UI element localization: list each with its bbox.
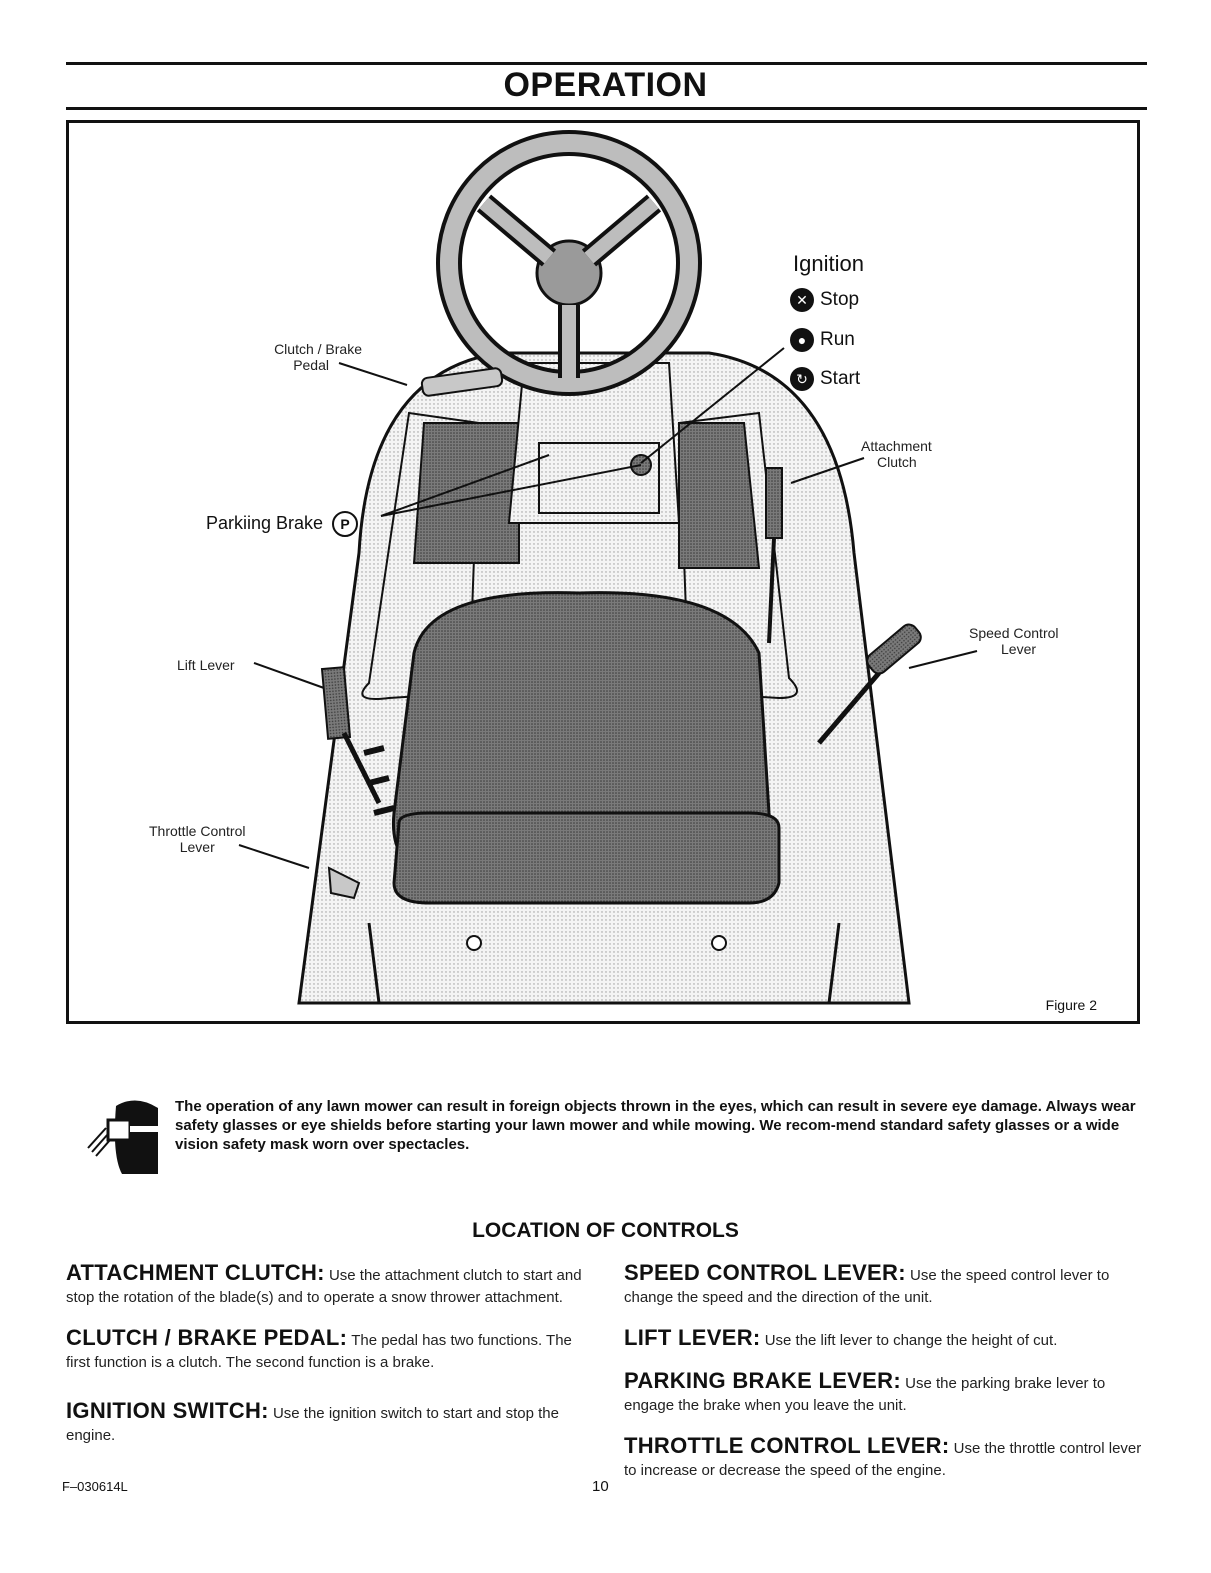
controls-left-column: ATTACHMENT CLUTCH: Use the attachment cl… [66,1262,588,1465]
label-lift-lever: Lift Lever [177,657,235,673]
document-code: F–030614L [62,1479,128,1494]
control-throttle-control-lever: THROTTLE CONTROL LEVER: Use the throttle… [624,1435,1146,1482]
control-speed-control-lever: SPEED CONTROL LEVER: Use the speed contr… [624,1262,1146,1309]
ignition-stop-label: Stop [820,289,860,310]
eye-safety-warning: The operation of any lawn mower can resu… [175,1098,1136,1153]
page-title: OPERATION [503,66,708,104]
label-attachment-clutch: Attachment Clutch [861,438,932,470]
figure-caption: Figure 2 [1045,997,1097,1013]
title-underline [66,107,1147,110]
control-heading: CLUTCH / BRAKE PEDAL: [66,1325,348,1350]
control-description: The pedal has two functions. The first f… [66,1332,572,1371]
ignition-start: ↻ Start [790,367,860,391]
control-lift-lever: LIFT LEVER: Use the lift lever to change… [624,1327,1146,1352]
label-clutch-brake-line2: Pedal [293,357,329,373]
label-speed-line2: Lever [1001,641,1037,657]
start-icon: ↻ [790,367,814,391]
page-number: 10 [592,1478,609,1495]
top-rule [66,62,1147,65]
label-clutch-brake-line1: Clutch / Brake [274,341,362,357]
control-description: Use the parking brake lever to engage th… [624,1375,1106,1414]
parking-brake-symbol-icon: P [332,511,359,537]
tractor-controls-drawing [238,130,978,1005]
control-heading: IGNITION SWITCH: [66,1398,269,1423]
stop-icon: ✕ [790,288,814,312]
control-description: Use the throttle control lever to increa… [624,1440,1142,1479]
control-heading: LIFT LEVER: [624,1325,761,1350]
label-attachment-line1: Attachment [861,438,932,454]
control-heading: SPEED CONTROL LEVER: [624,1260,906,1285]
label-parking-brake: Parkiing Brake P [206,511,359,537]
control-heading: ATTACHMENT CLUTCH: [66,1260,325,1285]
control-parking-brake-lever: PARKING BRAKE LEVER: Use the parking bra… [624,1370,1146,1417]
ignition-run: ● Run [790,328,855,352]
run-icon: ● [790,328,814,352]
control-ignition-switch: IGNITION SWITCH: Use the ignition switch… [66,1400,588,1447]
ignition-heading: Ignition [793,251,864,276]
control-description: Use the speed control lever to change th… [624,1267,1110,1306]
location-of-controls-heading: LOCATION OF CONTROLS [472,1219,739,1242]
ignition-stop: ✕ Stop [790,288,859,312]
label-throttle-line1: Throttle Control [149,823,246,839]
label-attachment-line2: Clutch [877,454,917,470]
control-description: Use the ignition switch to start and sto… [66,1405,559,1444]
control-description: Use the lift lever to change the height … [764,1332,1058,1349]
control-description: Use the attachment clutch to start and s… [66,1267,582,1306]
label-speed-line1: Speed Control [969,625,1059,641]
controls-right-column: SPEED CONTROL LEVER: Use the speed contr… [624,1262,1146,1500]
ignition-run-label: Run [820,329,855,350]
control-clutch-brake-pedal: CLUTCH / BRAKE PEDAL: The pedal has two … [66,1327,588,1374]
label-clutch-brake-pedal: Clutch / Brake Pedal [252,341,362,373]
control-heading: PARKING BRAKE LEVER: [624,1368,901,1393]
figure-2-illustration: Clutch / Brake Pedal Parkiing Brake P Li… [66,120,1140,1024]
label-throttle-control-lever: Throttle Control Lever [149,823,245,855]
control-heading: THROTTLE CONTROL LEVER: [624,1433,950,1458]
label-speed-control-lever: Speed Control Lever [969,625,1059,657]
label-parking-brake-text: Parkiing Brake [206,513,324,533]
ignition-start-label: Start [820,368,861,389]
control-attachment-clutch: ATTACHMENT CLUTCH: Use the attachment cl… [66,1262,588,1309]
label-throttle-line2: Lever [179,839,215,855]
safety-glasses-warning-icon [87,1100,160,1174]
